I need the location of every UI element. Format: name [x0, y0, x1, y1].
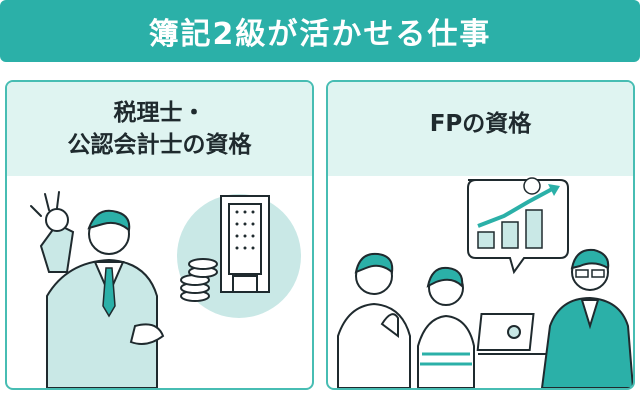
- person-middle: [417, 266, 475, 388]
- growth-chart-icon: [477, 177, 560, 249]
- header-banner: 簿記2級が活かせる仕事: [0, 0, 640, 62]
- header-title: 簿記2級が活かせる仕事: [148, 17, 492, 52]
- coins-icon: [180, 258, 218, 302]
- sparkle-icon: [30, 191, 60, 217]
- panel-fp: FPの資格: [326, 80, 635, 390]
- person-right: [540, 248, 633, 388]
- fist: [45, 208, 69, 232]
- panel-title-fp: FPの資格: [429, 111, 532, 137]
- hand: [129, 323, 165, 345]
- person-left: [337, 252, 411, 388]
- panel-title: FPの資格: [328, 82, 633, 176]
- panel-title-line1: 税理士・: [113, 100, 206, 126]
- panel-tax-accountant: 税理士・ 公認会計士の資格: [5, 80, 314, 390]
- meeting-illustration: [328, 176, 633, 388]
- building-icon: [220, 195, 270, 293]
- tie: [102, 267, 116, 318]
- panel-title: 税理士・ 公認会計士の資格: [7, 82, 312, 176]
- laptop-icon: [476, 313, 550, 355]
- businessman-illustration: [7, 176, 312, 388]
- panel-title-line2: 公認会計士の資格: [67, 132, 252, 158]
- suit-body: [46, 258, 158, 388]
- hair: [87, 209, 131, 232]
